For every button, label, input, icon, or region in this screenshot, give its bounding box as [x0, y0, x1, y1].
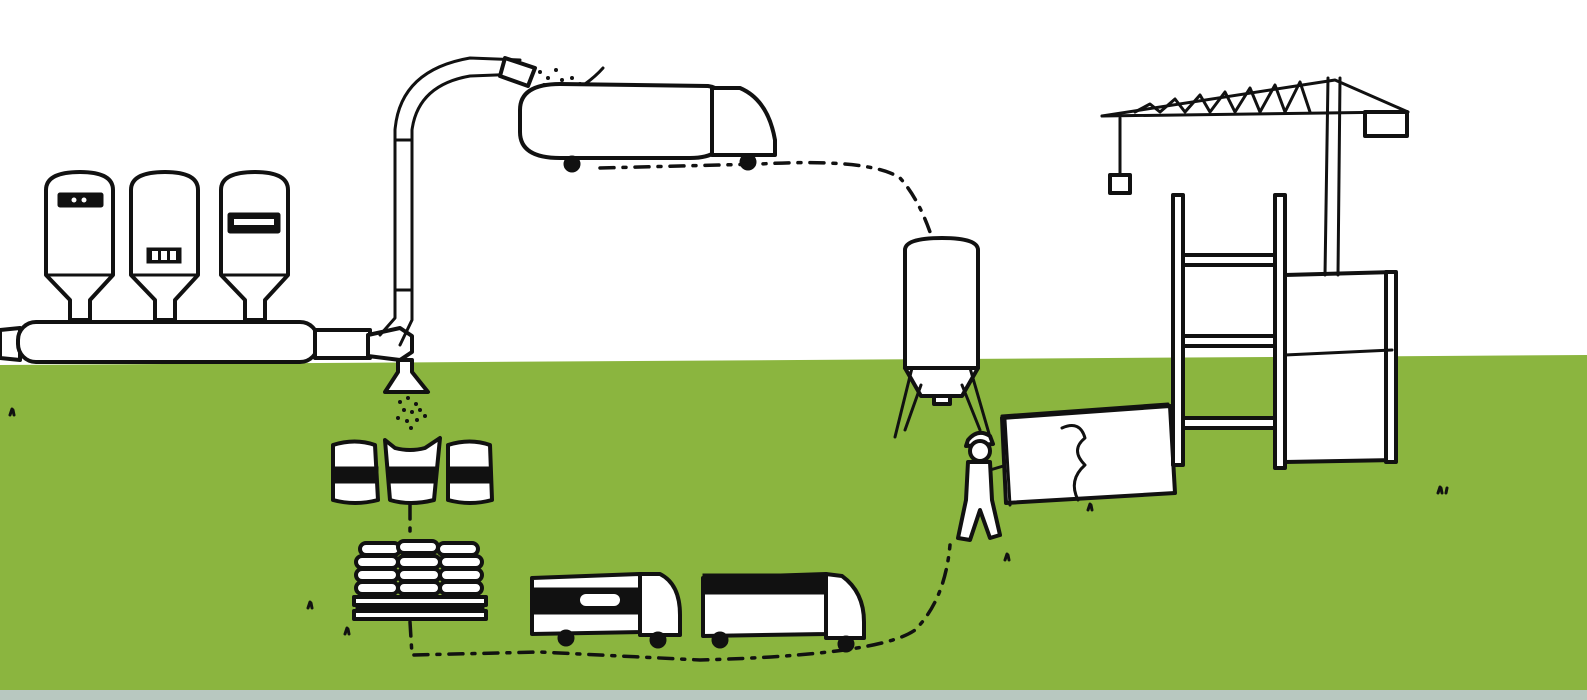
pallet-icon	[354, 541, 486, 619]
wall-panel-icon	[1002, 404, 1175, 505]
factory-silos	[46, 172, 288, 320]
silo-icon	[221, 172, 288, 320]
pipe-icon	[0, 322, 412, 362]
crane-icon	[1102, 78, 1408, 275]
route-bulk	[600, 163, 930, 232]
building-frame-icon	[1173, 195, 1396, 468]
silo-icon	[46, 172, 113, 320]
tanker-truck-icon	[520, 68, 775, 172]
cement-bag-icon	[333, 442, 378, 504]
silo-icon	[131, 172, 198, 320]
cement-bag-icon	[448, 442, 492, 504]
conveyor-tube	[380, 58, 535, 345]
